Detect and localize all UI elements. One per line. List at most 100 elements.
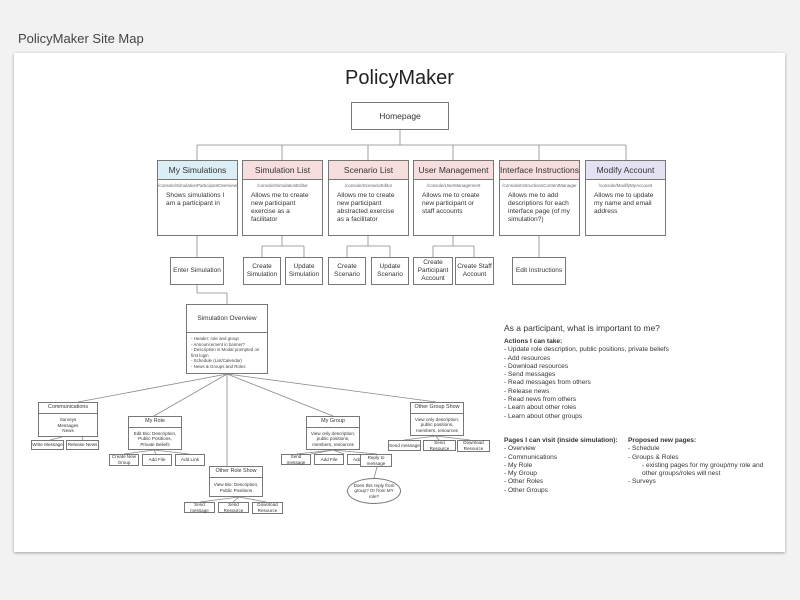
section-modify-account: Modify Account /console/ModifyMyAccount … (585, 160, 666, 236)
my-group-title: My Group (307, 417, 359, 428)
page-item: - My Group (504, 470, 537, 478)
proposed-item: - Schedule (628, 445, 660, 453)
send-message-node: Send message (184, 502, 215, 513)
create-participant-account-node: Create Participant Account (413, 257, 453, 285)
section-header: Modify Account (586, 161, 665, 180)
action-item: - Add resources (504, 354, 551, 362)
overview-item: - Announcement in banner? (191, 341, 245, 347)
add-file-node: Add File (142, 454, 172, 466)
other-role-show-node: Other Role Show View Bio: Description, P… (209, 466, 263, 497)
add-link-node: Add Link (175, 454, 205, 466)
proposed-item: - Groups & Roles (628, 453, 679, 461)
actions-title: Actions I can take: (504, 338, 563, 345)
communications-node: Communications Surveys Messages News (38, 402, 98, 437)
page-item: - Communications (504, 453, 558, 461)
my-role-title: My Role (129, 417, 181, 428)
section-interface-instructions: Interface Instructions /console/Instruct… (499, 160, 580, 236)
page-item: - Other Groups (504, 486, 548, 494)
update-simulation-node: Update Simulation (285, 257, 323, 285)
section-url: /console/ModifyMyAccount (598, 183, 653, 188)
section-url: /console/UserManagement (426, 183, 481, 188)
og-send-resource-node: Send Resource (423, 440, 456, 451)
proposed-pages-list: Proposed new pages: - Schedule - Groups … (628, 437, 778, 487)
section-my-simulations: My Simulations /console/SimulationPartic… (157, 160, 238, 236)
download-resource-node: Download Resource (252, 502, 283, 514)
page-item: - My Role (504, 461, 533, 469)
action-item: - Read news from others (504, 396, 577, 404)
create-scenario-node: Create Scenario (328, 257, 366, 285)
send-resource-node: Send Resource (218, 502, 249, 513)
section-description: Allows me to update my name and email ad… (594, 192, 654, 215)
communications-title: Communications (39, 403, 97, 414)
og-send-message-node: Send message (388, 440, 421, 451)
action-item: - Download resources (504, 362, 569, 370)
proposed-item: - Surveys (628, 478, 656, 486)
section-url: /console/SimulationParticipantOverview (158, 183, 238, 188)
simulation-overview-node: Simulation Overview - Header: role and g… (186, 304, 268, 374)
actions-list: Actions I can take: - Update role descri… (504, 338, 764, 421)
diagram-title: PolicyMaker (345, 67, 454, 89)
action-item: - Read messages from others (504, 379, 591, 387)
action-item: - Learn about other groups (504, 412, 583, 420)
action-item: - Send messages (504, 371, 556, 379)
section-scenario-list: Scenario List /console/ScenarioEditor Al… (328, 160, 409, 236)
section-description: Shows simulations I am a participant in (166, 192, 225, 207)
create-new-group-node: Create New Group (109, 454, 139, 466)
og-download-resource-node: Download Resource (457, 440, 490, 452)
pages-title: Pages I can visit (inside simulation): (504, 437, 618, 444)
other-role-title: Other Role Show (210, 467, 262, 478)
create-simulation-node: Create Simulation (243, 257, 281, 285)
group-add-file-node: Add File (314, 454, 344, 465)
section-description: Allows me to create new participant exer… (251, 192, 309, 223)
reply-question-bubble: Does this reply from group? Or from MY r… (347, 478, 401, 504)
other-group-title: Other Group Show (411, 403, 463, 414)
section-url: /console/SimulationEditor (257, 183, 308, 188)
edit-instructions-node: Edit Instructions (512, 257, 566, 285)
proposed-item: - existing pages for my group/my role an… (642, 461, 764, 478)
section-description: Allows me to add descriptions for each i… (508, 192, 570, 223)
section-header: My Simulations (158, 161, 237, 180)
section-url: /console/InstructionsContentManager (502, 183, 577, 188)
section-header: Simulation List (243, 161, 322, 180)
overview-item: - Description in Modal prompted on first… (191, 347, 260, 358)
create-staff-account-node: Create Staff Account (455, 257, 494, 285)
overview-items: - Header: role and group - Announcement … (187, 333, 267, 373)
update-scenario-node: Update Scenario (371, 257, 409, 285)
my-group-desc: View only description, public positions,… (310, 430, 356, 447)
communications-desc: Surveys Messages News (57, 417, 79, 434)
section-description: Allows me to create new participant abst… (337, 192, 395, 223)
other-role-desc: View Bio: Description, Public Positions (213, 481, 259, 493)
section-url: /console/ScenarioEditor (344, 183, 393, 188)
my-group-node: My Group View only description, public p… (306, 416, 360, 450)
enter-simulation-node: Enter Simulation (170, 257, 224, 285)
section-user-management: User Management /console/UserManagement … (413, 160, 494, 236)
section-header: Scenario List (329, 161, 408, 180)
overview-item: - News & Groups and Roles (191, 363, 246, 369)
section-header: Interface Instructions (500, 161, 579, 180)
write-message-node: Write Message (31, 440, 64, 450)
proposed-title: Proposed new pages: (628, 437, 697, 444)
action-item: - Update role description, public positi… (504, 346, 669, 354)
overview-item: - Schedule (List/Calendar) (191, 358, 243, 364)
my-role-desc: Edit Bio: Description, Public Positions,… (133, 430, 177, 447)
overview-item: - Header: role and group (191, 336, 239, 341)
release-news-node: Release News (66, 440, 99, 450)
pages-list: Pages I can visit (inside simulation): -… (504, 437, 629, 495)
connector-lines (49, 130, 627, 503)
reply-to-message-node: Reply to message (360, 454, 392, 467)
section-header: User Management (414, 161, 493, 180)
participant-question: As a participant, what is important to m… (504, 323, 660, 333)
section-simulation-list: Simulation List /console/SimulationEdito… (242, 160, 323, 236)
other-group-desc: View only description, public positions,… (414, 416, 460, 433)
section-description: Allows me to create new participant or s… (422, 192, 480, 215)
homepage-node: Homepage (351, 102, 449, 130)
action-item: - Release news (504, 387, 550, 395)
action-item: - Learn about other roles (504, 404, 577, 412)
my-role-node: My Role Edit Bio: Description, Public Po… (128, 416, 182, 450)
page-item: - Overview (504, 445, 536, 453)
overview-title: Simulation Overview (187, 305, 267, 333)
page-item: - Other Roles (504, 478, 544, 486)
site-map-canvas: PolicyMaker Homepage My Simulations /con… (14, 53, 785, 552)
page-title: PolicyMaker Site Map (18, 31, 144, 46)
group-send-message-node: Send message (281, 454, 311, 465)
